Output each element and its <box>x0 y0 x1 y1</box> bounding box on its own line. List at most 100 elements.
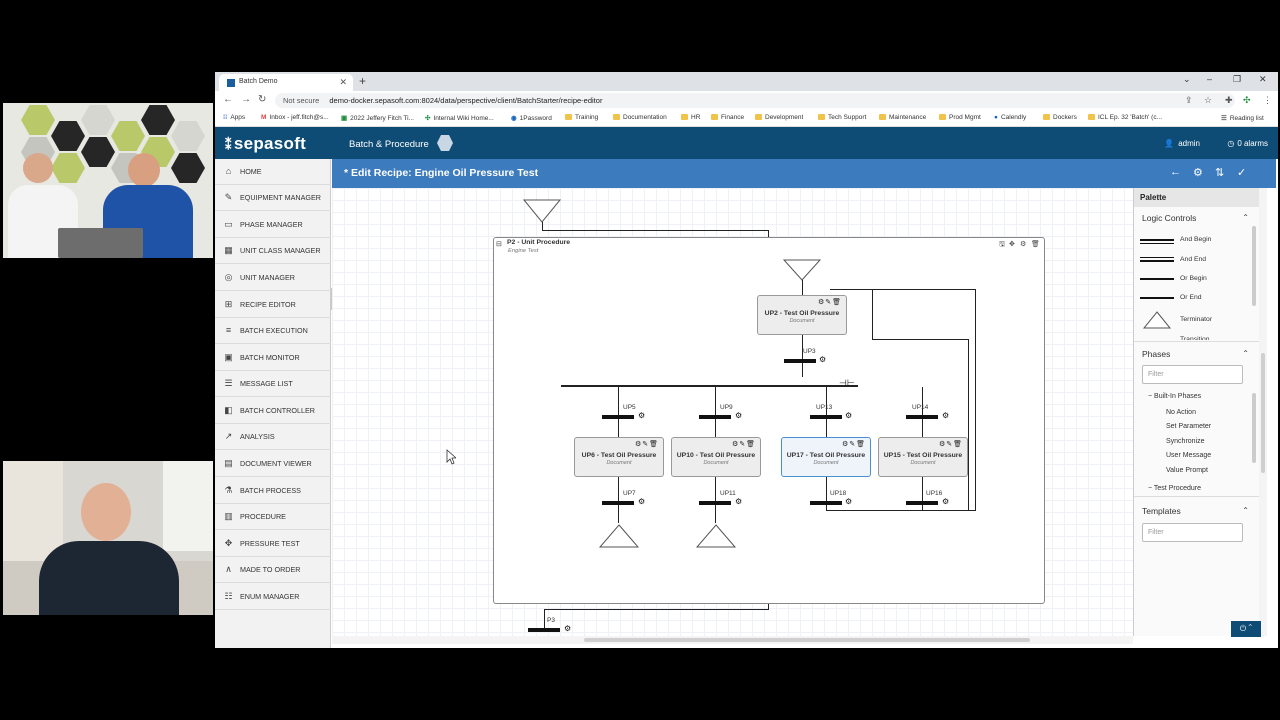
transition-bar[interactable] <box>528 628 560 632</box>
templates-header[interactable]: Templates <box>1142 506 1181 516</box>
gear-icon[interactable]: ⚙ <box>1193 167 1203 179</box>
recipe-canvas[interactable]: ⊟ P2 - Unit Procedure Engine Test 🖫 ✥ ⚙ … <box>332 188 1133 641</box>
canvas-horizontal-scrollbar[interactable] <box>332 636 1133 644</box>
browser-tab[interactable]: Batch Demo ✕ <box>219 74 353 91</box>
transition-bar[interactable] <box>602 415 634 419</box>
logic-scrollbar[interactable] <box>1252 226 1256 306</box>
maximize-icon[interactable]: ❐ <box>1233 74 1242 84</box>
transition-gear-icon[interactable]: ⚙ <box>942 497 950 506</box>
step-actions-icon[interactable]: ⚙✎🗑 <box>731 441 756 448</box>
unit-procedure-box[interactable] <box>493 237 1045 604</box>
nav-procedure[interactable]: ▥PROCEDURE <box>215 504 331 530</box>
back-icon[interactable]: ← <box>223 94 233 105</box>
transition-bar[interactable] <box>699 415 731 419</box>
nav-batch-monitor[interactable]: ▣BATCH MONITOR <box>215 345 331 371</box>
palette-item-or-begin[interactable]: Or Begin <box>1180 275 1207 282</box>
transition-bar[interactable] <box>784 359 816 363</box>
logic-controls-header[interactable]: Logic Controls <box>1142 213 1197 223</box>
step-up17[interactable]: ⚙✎🗑 UP17 - Test Oil Pressure Document <box>781 437 871 477</box>
terminator-icon[interactable] <box>522 198 562 224</box>
transition-bar[interactable] <box>602 501 634 505</box>
inner-terminator-icon[interactable] <box>782 258 822 282</box>
transition-gear-icon[interactable]: ⚙ <box>819 355 827 364</box>
tab-search-icon[interactable]: ⌄ <box>1183 74 1191 84</box>
collapse-box-icon[interactable]: ⊟ <box>496 241 502 248</box>
bookmark-fitch[interactable]: ▣2022 Jeffery Fitch Ti... <box>341 115 414 122</box>
chevron-up-icon[interactable]: ⌃ <box>1242 506 1249 515</box>
phases-header[interactable]: Phases <box>1142 349 1171 359</box>
transition-gear-icon[interactable]: ⚙ <box>735 411 743 420</box>
step-up6[interactable]: ⚙✎🗑 UP6 - Test Oil Pressure Document <box>574 437 664 477</box>
bookmark-star-icon[interactable]: ☆ <box>1204 95 1213 105</box>
nav-message-list[interactable]: ☰MESSAGE LIST <box>215 371 331 397</box>
divergence-marker-icon[interactable]: ⊣⊢ <box>839 378 855 388</box>
nav-unit-class-manager[interactable]: ▦UNIT CLASS MANAGER <box>215 238 331 264</box>
bookmark-training[interactable]: Training <box>565 114 598 121</box>
save-icon[interactable]: 🖫 <box>999 241 1005 248</box>
nav-home[interactable]: ⌂HOME <box>215 159 331 185</box>
nav-recipe-editor[interactable]: ⊞RECIPE EDITOR <box>215 292 331 318</box>
transition-bar[interactable] <box>810 501 842 505</box>
minimize-icon[interactable]: – <box>1207 74 1213 84</box>
bookmark-hr[interactable]: HR <box>681 114 700 121</box>
bookmark-tech-support[interactable]: Tech Support <box>818 114 866 121</box>
terminator-icon[interactable] <box>598 523 640 549</box>
bookmark-wiki[interactable]: ✣Internal Wiki Home... <box>425 115 494 122</box>
phase-no-action[interactable]: No Action <box>1166 409 1196 416</box>
url-field[interactable]: Not secure demo-docker.sepasoft.com:8024… <box>275 93 1235 108</box>
bookmark-dockers[interactable]: Dockers <box>1043 114 1077 121</box>
bookmark-1password[interactable]: ◉1Password <box>511 115 552 122</box>
new-tab-icon[interactable]: + <box>359 74 367 88</box>
phases-filter-input[interactable]: Filter <box>1142 365 1243 384</box>
user-menu[interactable]: 👤admin <box>1164 139 1200 148</box>
tree-group-test-procedure[interactable]: − Test Procedure <box>1148 485 1201 492</box>
bookmark-documentation[interactable]: Documentation <box>613 114 667 121</box>
forward-icon[interactable]: → <box>241 94 251 105</box>
phases-scrollbar[interactable] <box>1252 393 1256 463</box>
step-actions-icon[interactable]: ⚙✎🗑 <box>841 441 866 448</box>
transition-gear-icon[interactable]: ⚙ <box>638 411 646 420</box>
move-icon[interactable]: ✥ <box>1009 241 1015 248</box>
nav-pressure-test[interactable]: ✥PRESSURE TEST <box>215 531 331 557</box>
nav-batch-execution[interactable]: ≡BATCH EXECUTION <box>215 318 331 344</box>
step-actions-icon[interactable]: ⚙✎🗑 <box>817 299 842 306</box>
nav-enum-manager[interactable]: ☷ENUM MANAGER <box>215 584 331 610</box>
nav-batch-controller[interactable]: ◧BATCH CONTROLLER <box>215 398 331 424</box>
bookmark-icl[interactable]: ICL Ep. 32 'Batch' (c... <box>1088 114 1162 121</box>
palette-item-terminator[interactable]: Terminator <box>1180 316 1213 323</box>
templates-filter-input[interactable]: Filter <box>1142 523 1243 542</box>
transition-gear-icon[interactable]: ⚙ <box>942 411 950 420</box>
bookmark-development[interactable]: Development <box>755 114 803 121</box>
tree-group-builtin[interactable]: − Built-In Phases <box>1148 393 1202 400</box>
palette-item-transition[interactable]: Transition <box>1180 336 1210 340</box>
transition-bar[interactable] <box>699 501 731 505</box>
bookmark-apps[interactable]: ⁞⁞Apps <box>223 114 246 121</box>
transition-gear-icon[interactable]: ⚙ <box>638 497 646 506</box>
phase-synchronize[interactable]: Synchronize <box>1166 438 1205 445</box>
step-up10[interactable]: ⚙✎🗑 UP10 - Test Oil Pressure Document <box>671 437 761 477</box>
delete-icon[interactable]: 🗑 <box>1031 241 1040 248</box>
bookmark-calendly[interactable]: ●Calendly <box>994 114 1027 121</box>
settings-icon[interactable]: ⚙ <box>1020 241 1027 248</box>
alarms-indicator[interactable]: ◷0 alarms <box>1227 139 1268 148</box>
step-up15[interactable]: ⚙✎🗑 UP15 - Test Oil Pressure Document <box>878 437 968 477</box>
share-icon[interactable]: ⇪ <box>1185 95 1193 105</box>
transition-bar[interactable] <box>906 415 938 419</box>
nav-document-viewer[interactable]: ▤DOCUMENT VIEWER <box>215 451 331 477</box>
step-actions-icon[interactable]: ⚙✎🗑 <box>938 441 963 448</box>
nav-unit-manager[interactable]: ◎UNIT MANAGER <box>215 265 331 291</box>
close-window-icon[interactable]: ✕ <box>1259 74 1267 84</box>
scroll-thumb[interactable] <box>584 638 1030 642</box>
chevron-up-icon[interactable]: ⌃ <box>1242 213 1249 222</box>
sort-icon[interactable]: ⇅ <box>1215 167 1225 179</box>
bookmark-maintenance[interactable]: Maintenance <box>879 114 926 121</box>
extension-app-icon[interactable]: ✣ <box>1243 95 1251 105</box>
browser-menu-icon[interactable]: ⋮ <box>1263 95 1272 105</box>
terminator-icon[interactable] <box>695 523 737 549</box>
phase-value-prompt[interactable]: Value Prompt <box>1166 467 1208 474</box>
palette-item-and-begin[interactable]: And Begin <box>1180 236 1212 243</box>
scroll-thumb[interactable] <box>1261 353 1265 473</box>
transition-gear-icon[interactable]: ⚙ <box>735 497 743 506</box>
back-arrow-icon[interactable]: ← <box>1170 166 1181 178</box>
